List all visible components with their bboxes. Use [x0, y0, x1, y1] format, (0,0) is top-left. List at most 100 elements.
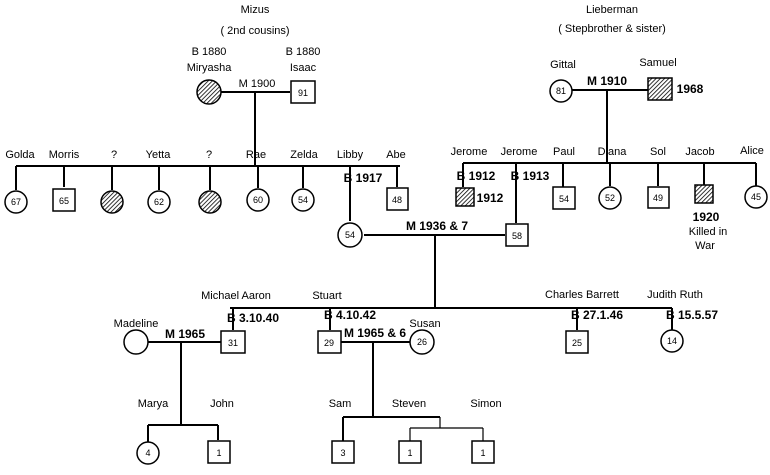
yetta-name: Yetta [146, 149, 172, 161]
sam-name: Sam [329, 398, 352, 410]
libby-birth: B 1917 [344, 171, 383, 185]
jacob-note-2: War [695, 240, 715, 252]
isaac-symbol [290, 80, 316, 104]
libby-symbol [337, 222, 363, 248]
judith-age: 14 [667, 336, 677, 346]
jerome2-birth: B 1913 [511, 169, 550, 183]
steven-name: Steven [392, 398, 426, 410]
charles-symbol [565, 330, 589, 354]
sol-age: 49 [653, 193, 663, 203]
jerome2-age: 58 [512, 231, 522, 241]
isaac-age: 91 [298, 88, 308, 98]
libby-age: 54 [345, 230, 355, 240]
michael-birth: B 3.10.40 [227, 311, 279, 325]
unknown2-symbol [198, 190, 222, 214]
stuart-susan-marriage-label: M 1965 & 6 [344, 326, 406, 340]
charles-age: 25 [572, 338, 582, 348]
paul-name: Paul [553, 146, 575, 158]
jacob-death: 1920 [693, 210, 720, 224]
miryasha-symbol [196, 79, 222, 105]
unknown1-symbol [100, 190, 124, 214]
simon-name: Simon [470, 398, 501, 410]
michael-name: Michael Aaron [201, 290, 271, 302]
gittal-symbol [549, 79, 573, 103]
susan-name: Susan [409, 318, 440, 330]
simon-age: 1 [480, 448, 485, 458]
stuart-birth: B 4.10.42 [324, 308, 376, 322]
lieberman-marriage-label: M 1910 [587, 74, 627, 88]
michael-madeline-marriage-label: M 1965 [165, 327, 205, 341]
connection-lines [15, 89, 757, 442]
charles-birth: B 27.1.46 [571, 308, 623, 322]
family-relation-lieberman: ( Stepbrother & sister) [558, 23, 666, 35]
michael-age: 31 [228, 338, 238, 348]
paul-age: 54 [559, 194, 569, 204]
marya-symbol [136, 441, 160, 465]
miryasha-name: Miryasha [187, 62, 233, 74]
family-name-lieberman: Lieberman [586, 4, 638, 16]
jerome1-name: Jerome [451, 146, 488, 158]
jerome1-birth: B 1912 [457, 169, 496, 183]
sol-symbol [647, 186, 670, 209]
mizus-marriage-label: M 1900 [239, 78, 276, 90]
steven-age: 1 [407, 448, 412, 458]
samuel-symbol [647, 77, 673, 101]
unknown2-name: ? [206, 149, 212, 161]
miryasha-birth: B 1880 [192, 46, 227, 58]
yetta-symbol [147, 190, 171, 214]
zelda-symbol [291, 188, 315, 212]
isaac-birth: B 1880 [286, 46, 321, 58]
susan-age: 26 [417, 337, 427, 347]
morris-age: 65 [59, 196, 69, 206]
abe-name: Abe [386, 149, 406, 161]
jerome2-symbol [505, 223, 529, 247]
steven-symbol [398, 440, 422, 464]
sam-age: 3 [340, 448, 345, 458]
jacob-symbol [694, 184, 714, 204]
gittal-age: 81 [556, 86, 566, 96]
rae-age: 60 [253, 195, 263, 205]
golda-name: Golda [5, 149, 35, 161]
simon-symbol [471, 440, 495, 464]
jerome2-name: Jerome [501, 146, 538, 158]
isaac-name: Isaac [290, 62, 317, 74]
alice-age: 45 [751, 192, 761, 202]
madeline-name: Madeline [114, 318, 159, 330]
stuart-symbol [317, 330, 342, 354]
samuel-death: 1968 [677, 82, 704, 96]
jacob-name: Jacob [685, 146, 714, 158]
zelda-age: 54 [298, 195, 308, 205]
morris-name: Morris [49, 149, 80, 161]
family-name-mizus: Mizus [241, 4, 270, 16]
jerome1-symbol [455, 187, 475, 207]
john-age: 1 [216, 448, 221, 458]
zelda-name: Zelda [290, 149, 318, 161]
john-symbol [207, 440, 231, 464]
sol-name: Sol [650, 146, 666, 158]
morris-symbol [52, 188, 76, 212]
unknown1-name: ? [111, 149, 117, 161]
abe-age: 48 [392, 195, 402, 205]
abe-symbol [386, 187, 409, 211]
charles-name: Charles Barrett [545, 289, 619, 301]
jacob-note-1: Killed in [689, 226, 728, 238]
gittal-name: Gittal [550, 59, 576, 71]
madeline-symbol [123, 329, 149, 355]
stuart-name: Stuart [312, 290, 341, 302]
marya-age: 4 [145, 448, 150, 458]
marya-name: Marya [138, 398, 169, 410]
libby-name: Libby [337, 149, 364, 161]
paul-symbol [552, 186, 576, 210]
alice-symbol [744, 185, 768, 209]
samuel-name: Samuel [639, 57, 676, 69]
diana-name: Diana [598, 146, 628, 158]
alice-name: Alice [740, 145, 764, 157]
judith-symbol [660, 329, 684, 353]
john-name: John [210, 398, 234, 410]
libby-jerome-marriage-label: M 1936 & 7 [406, 219, 468, 233]
yetta-age: 62 [154, 197, 164, 207]
golda-age: 67 [11, 197, 21, 207]
jerome1-death: 1912 [477, 191, 504, 205]
